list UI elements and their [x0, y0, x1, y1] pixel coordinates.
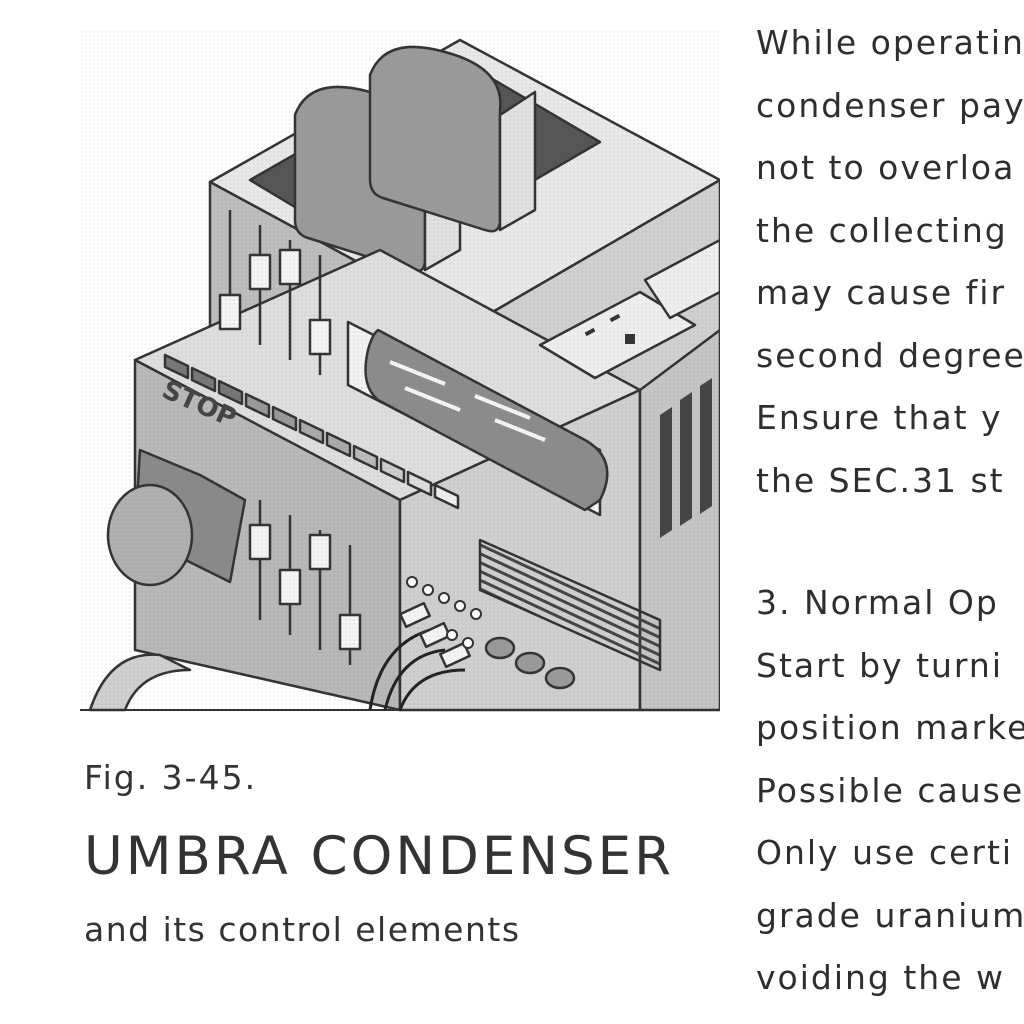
- section-heading: 3. Normal Op: [756, 583, 999, 622]
- text-line: the collecting: [756, 210, 1008, 250]
- text-line: While operatin: [756, 23, 1024, 62]
- text-line: not to overloa: [756, 148, 1016, 187]
- text-line: position marke: [756, 708, 1024, 747]
- text-line: Possible cause: [756, 770, 1024, 810]
- paragraph-gap: [756, 512, 1024, 572]
- text-line: grade uranium: [756, 895, 1024, 935]
- umbra-condenser-illustration: STOP: [80, 30, 720, 712]
- figure-subtitle: and its control elements: [84, 910, 521, 949]
- figure-label: Fig. 3-45.: [84, 758, 258, 797]
- halftone-overlay: [80, 30, 720, 712]
- text-line: the SEC.31 st: [756, 460, 1005, 500]
- text-line: second degree: [756, 335, 1024, 375]
- text-line: may cause fir: [756, 273, 1007, 312]
- text-line: condenser pay: [756, 85, 1024, 125]
- text-line: voiding the w: [756, 958, 1005, 997]
- figure-title: UMBRA CONDENSER: [84, 826, 674, 887]
- text-column: While operatin condenser pay not to over…: [756, 12, 1024, 1010]
- text-line: Start by turni: [756, 645, 1003, 685]
- text-line: Only use certi: [756, 833, 1014, 872]
- text-line: Ensure that y: [756, 398, 1003, 437]
